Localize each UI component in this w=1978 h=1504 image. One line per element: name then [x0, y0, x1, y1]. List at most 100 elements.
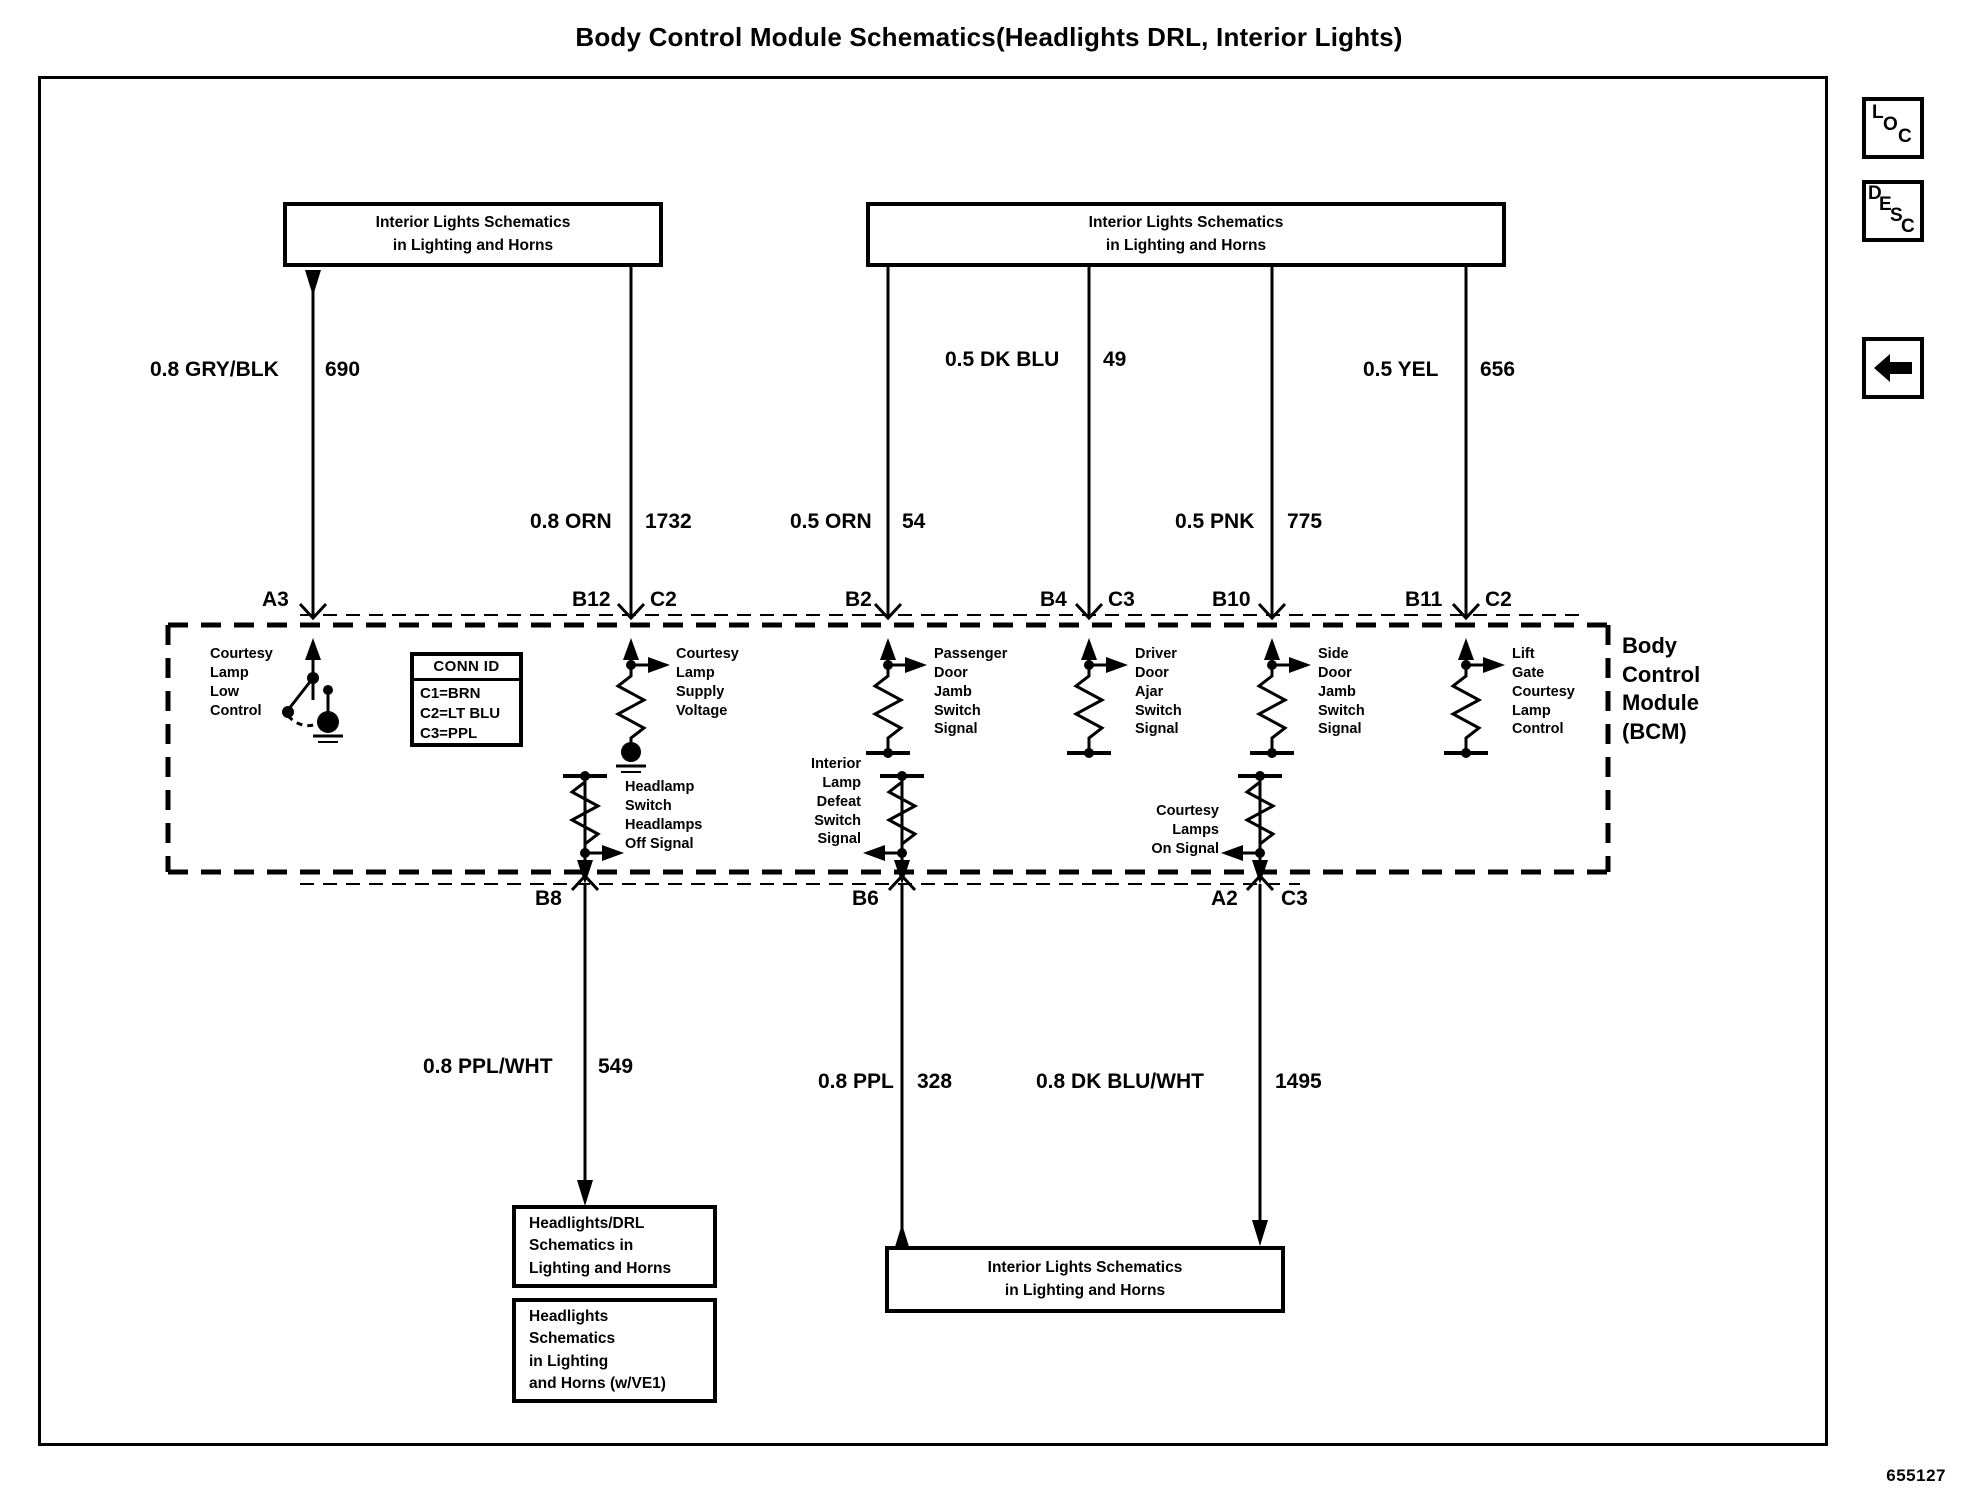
- bcm-label: Body Control Module (BCM): [1622, 632, 1700, 746]
- signal-line: Switch: [1135, 702, 1182, 719]
- ref-box-line: in Lighting: [529, 1352, 609, 1370]
- conn-id-table: CONN ID C1=BRN C2=LT BLU C3=PPL: [410, 652, 523, 747]
- ref-box-line: in Lighting and Horns: [392, 236, 554, 254]
- wire-549-spec: 0.8 PPL/WHT: [423, 1055, 553, 1078]
- wire-656-number: 656: [1480, 358, 1516, 381]
- loc-letter-l: L: [1872, 102, 1884, 123]
- pin-a2-label: A2: [1211, 887, 1238, 910]
- pin-b12-label: B12: [572, 588, 611, 611]
- back-button[interactable]: [1862, 337, 1924, 399]
- pin-b6-label: B6: [852, 887, 879, 910]
- ref-box-line: Interior Lights Schematics: [987, 1259, 1183, 1277]
- signal-line: Courtesy: [1156, 803, 1219, 819]
- bcm-label-line: Body: [1622, 633, 1677, 658]
- signal-courtesy-lamp-low-control: Courtesy Lamp Low Control: [210, 645, 273, 720]
- pin-b2-label: B2: [845, 588, 872, 611]
- conn-id-row: C3=PPL: [420, 724, 478, 742]
- wire-690-spec: 0.8 GRY/BLK: [150, 358, 279, 381]
- ref-box-line: Lighting and Horns: [529, 1259, 672, 1277]
- page-title: Body Control Module Schematics(Headlight…: [575, 22, 1403, 52]
- signal-line: Door: [1135, 664, 1169, 681]
- ref-box-top-left[interactable]: Interior Lights Schematics in Lighting a…: [283, 202, 663, 267]
- ref-box-line: Schematics: [529, 1330, 616, 1348]
- ref-box-line: in Lighting and Horns: [1004, 1281, 1166, 1299]
- wire-690-number: 690: [325, 358, 361, 381]
- wire-328-number: 328: [917, 1070, 953, 1093]
- wire-1495-spec: 0.8 DK BLU/WHT: [1036, 1070, 1204, 1093]
- ref-box-line: Interior Lights Schematics: [375, 214, 571, 232]
- signal-line: Signal: [817, 831, 861, 848]
- signal-line: On Signal: [1151, 840, 1219, 857]
- wire-49-spec: 0.5 DK BLU: [945, 348, 1060, 371]
- signal-line: Side: [1318, 646, 1349, 662]
- signal-courtesy-lamp-supply-voltage: Courtesy Lamp Supply Voltage: [676, 645, 739, 720]
- conn-id-row: C2=LT BLU: [420, 704, 501, 722]
- signal-line: Courtesy: [210, 646, 273, 662]
- signal-driver-door-ajar-switch: Driver Door Ajar Switch Signal: [1135, 645, 1182, 739]
- signal-line: Lamp: [210, 664, 249, 681]
- ref-box-bottom-center[interactable]: Interior Lights Schematics in Lighting a…: [885, 1246, 1285, 1313]
- wire-1495-number: 1495: [1275, 1070, 1322, 1093]
- pin-b4-label: B4: [1040, 588, 1067, 611]
- signal-line: Headlamps: [625, 816, 703, 833]
- wire-775-spec: 0.5 PNK: [1175, 510, 1255, 533]
- ref-box-headlights[interactable]: Headlights Schematics in Lighting and Ho…: [512, 1298, 717, 1403]
- signal-line: Signal: [1318, 721, 1362, 738]
- signal-line: Supply: [676, 683, 725, 700]
- desc-letter-d: D: [1868, 183, 1882, 204]
- signal-line: Interior: [811, 756, 861, 772]
- conn-id-title: CONN ID: [414, 656, 519, 681]
- signal-line: Lamp: [822, 774, 861, 791]
- wire-328-spec: 0.8 PPL: [818, 1070, 894, 1093]
- signal-line: Voltage: [676, 702, 728, 719]
- signal-line: Passenger: [934, 646, 1008, 662]
- desc-letter-s: S: [1890, 205, 1903, 226]
- wire-49-number: 49: [1103, 348, 1127, 371]
- ref-box-line: Schematics in: [529, 1237, 634, 1255]
- pin-b8-label: B8: [535, 887, 562, 910]
- signal-side-door-jamb-switch: Side Door Jamb Switch Signal: [1318, 645, 1365, 739]
- loc-button[interactable]: L O C: [1862, 97, 1924, 159]
- signal-interior-lamp-defeat-switch: Interior Lamp Defeat Switch Signal: [743, 755, 861, 849]
- desc-letter-e: E: [1879, 194, 1892, 215]
- wire-775-number: 775: [1287, 510, 1323, 533]
- signal-line: Defeat: [816, 793, 861, 810]
- ref-box-top-right[interactable]: Interior Lights Schematics in Lighting a…: [866, 202, 1506, 267]
- wire-656-spec: 0.5 YEL: [1363, 358, 1439, 381]
- signal-line: Jamb: [934, 683, 972, 700]
- loc-letter-o: O: [1883, 114, 1898, 135]
- signal-line: Off Signal: [625, 835, 694, 852]
- bcm-label-line: Control: [1622, 661, 1701, 687]
- ref-box-line: in Lighting and Horns: [1105, 236, 1267, 254]
- signal-line: Headlamp: [625, 779, 695, 795]
- signal-line: Driver: [1135, 646, 1177, 662]
- wire-54-number: 54: [902, 510, 926, 533]
- signal-lift-gate-courtesy-lamp: Lift Gate Courtesy Lamp Control: [1512, 645, 1575, 739]
- signal-line: Switch: [1318, 702, 1365, 719]
- loc-letter-c: C: [1898, 126, 1912, 147]
- pin-b11-label: B11: [1405, 588, 1443, 611]
- figure-number: 655127: [1886, 1466, 1946, 1485]
- pin-b4-conn: C3: [1108, 588, 1135, 611]
- conn-id-row: C1=BRN: [420, 685, 481, 702]
- wire-54-spec: 0.5 ORN: [790, 510, 872, 533]
- bcm-label-line: Module: [1622, 690, 1699, 716]
- ref-box-headlights-drl[interactable]: Headlights/DRL Schematics in Lighting an…: [512, 1205, 717, 1288]
- desc-button[interactable]: D E S C: [1862, 180, 1924, 242]
- signal-line: Gate: [1512, 664, 1545, 681]
- signal-line: Signal: [934, 721, 978, 738]
- pin-b11-conn: C2: [1485, 588, 1512, 611]
- signal-headlamp-switch-off: Headlamp Switch Headlamps Off Signal: [625, 778, 702, 853]
- signal-line: Switch: [814, 812, 861, 829]
- signal-line: Jamb: [1318, 683, 1356, 700]
- signal-passenger-door-jamb-switch: Passenger Door Jamb Switch Signal: [934, 645, 1007, 739]
- signal-line: Control: [210, 702, 262, 719]
- pin-b12-conn: C2: [650, 588, 677, 611]
- signal-line: Switch: [625, 797, 672, 814]
- signal-line: Switch: [934, 702, 981, 719]
- pin-a3-label: A3: [262, 588, 289, 611]
- wire-1732-number: 1732: [645, 510, 692, 533]
- ref-box-line: Headlights: [529, 1307, 609, 1325]
- back-arrow-icon: [1874, 354, 1912, 382]
